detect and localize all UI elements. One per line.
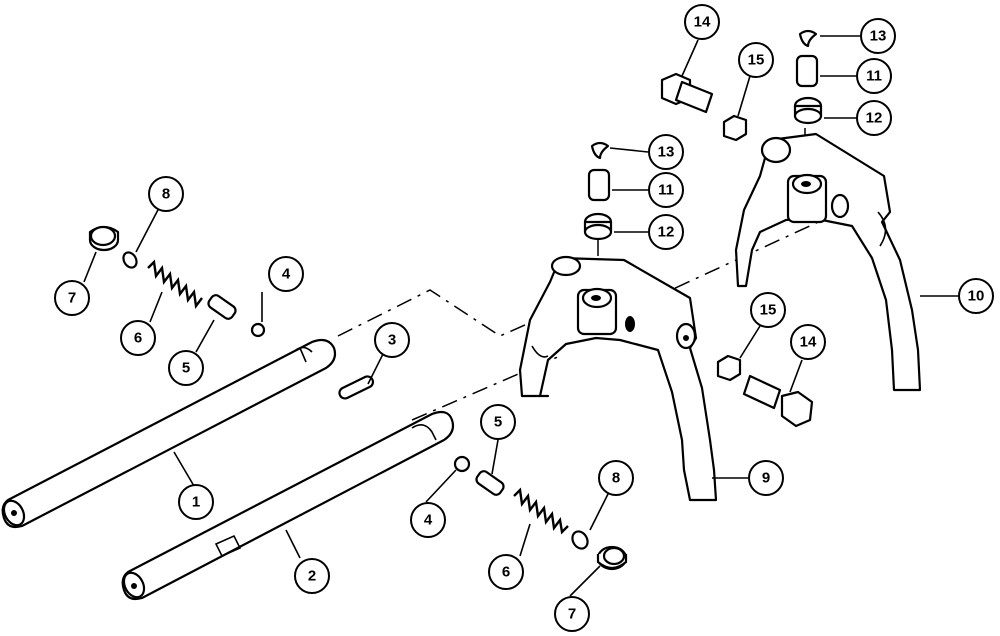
callout-label: 4 xyxy=(282,266,291,283)
shift-fork-10 xyxy=(734,132,922,392)
callout-label: 12 xyxy=(866,110,883,127)
callout-11-upper: 11 xyxy=(856,58,892,94)
callout-15-upper: 15 xyxy=(738,42,774,78)
callout-label: 15 xyxy=(748,52,765,69)
callout-6-right: 6 xyxy=(488,554,524,590)
callout-label: 3 xyxy=(388,332,396,349)
pin-3 xyxy=(338,375,375,400)
leader-lines xyxy=(83,35,958,597)
callout-label: 15 xyxy=(760,302,777,319)
callout-15-lower: 15 xyxy=(750,292,786,328)
shift-fork-9 xyxy=(518,255,718,502)
callout-label: 6 xyxy=(134,330,142,347)
callout-label: 11 xyxy=(866,68,882,85)
callout-label: 12 xyxy=(658,224,675,241)
callout-label: 5 xyxy=(182,360,190,377)
callout-label: 14 xyxy=(694,14,711,31)
bolt-14-lower xyxy=(742,374,814,428)
callout-1: 1 xyxy=(178,484,214,520)
detent-set-left xyxy=(88,225,266,338)
callout-label: 8 xyxy=(162,186,170,203)
callout-label: 1 xyxy=(192,494,200,511)
callout-label: 11 xyxy=(658,182,674,199)
callout-4-right: 4 xyxy=(410,502,446,538)
callout-7-left: 7 xyxy=(54,280,90,316)
callout-label: 7 xyxy=(68,290,76,307)
nut-15-upper xyxy=(722,114,748,142)
callout-12-upper: 12 xyxy=(856,100,892,136)
callout-label: 2 xyxy=(308,568,316,585)
callout-label: 13 xyxy=(658,144,675,161)
detent-set-right xyxy=(453,455,628,571)
callout-10: 10 xyxy=(958,278,994,314)
callout-label: 7 xyxy=(568,606,576,623)
callout-label: 6 xyxy=(502,564,510,581)
callout-7-right: 7 xyxy=(554,596,590,632)
callout-label: 4 xyxy=(424,512,433,529)
nut-15-lower xyxy=(716,354,742,382)
callout-5-right: 5 xyxy=(480,404,516,440)
callout-label: 5 xyxy=(494,414,502,431)
callout-label: 13 xyxy=(870,28,887,45)
callout-11-lower: 11 xyxy=(648,172,684,208)
callout-label: 9 xyxy=(762,470,770,487)
callout-4-left: 4 xyxy=(268,256,304,292)
callout-9: 9 xyxy=(748,460,784,496)
callout-label: 14 xyxy=(800,334,817,351)
callout-5-left: 5 xyxy=(168,350,204,386)
pin-set-upper xyxy=(793,29,823,125)
callout-12-lower: 12 xyxy=(648,214,684,250)
callout-label: 8 xyxy=(612,470,620,487)
pin-set-lower xyxy=(583,141,613,241)
shift-rod-2 xyxy=(121,410,455,601)
callout-8-left: 8 xyxy=(148,176,184,212)
callout-6-left: 6 xyxy=(120,320,156,356)
callout-2: 2 xyxy=(294,558,330,594)
callout-13-upper: 13 xyxy=(860,18,896,54)
callout-label: 10 xyxy=(968,288,985,305)
callout-14-upper: 14 xyxy=(684,4,720,40)
bolt-14-upper xyxy=(660,72,714,114)
callout-13-lower: 13 xyxy=(648,134,684,170)
shift-rod-1 xyxy=(1,338,337,529)
callout-14-lower: 14 xyxy=(790,324,826,360)
callout-8-right: 8 xyxy=(598,460,634,496)
callout-3: 3 xyxy=(374,322,410,358)
